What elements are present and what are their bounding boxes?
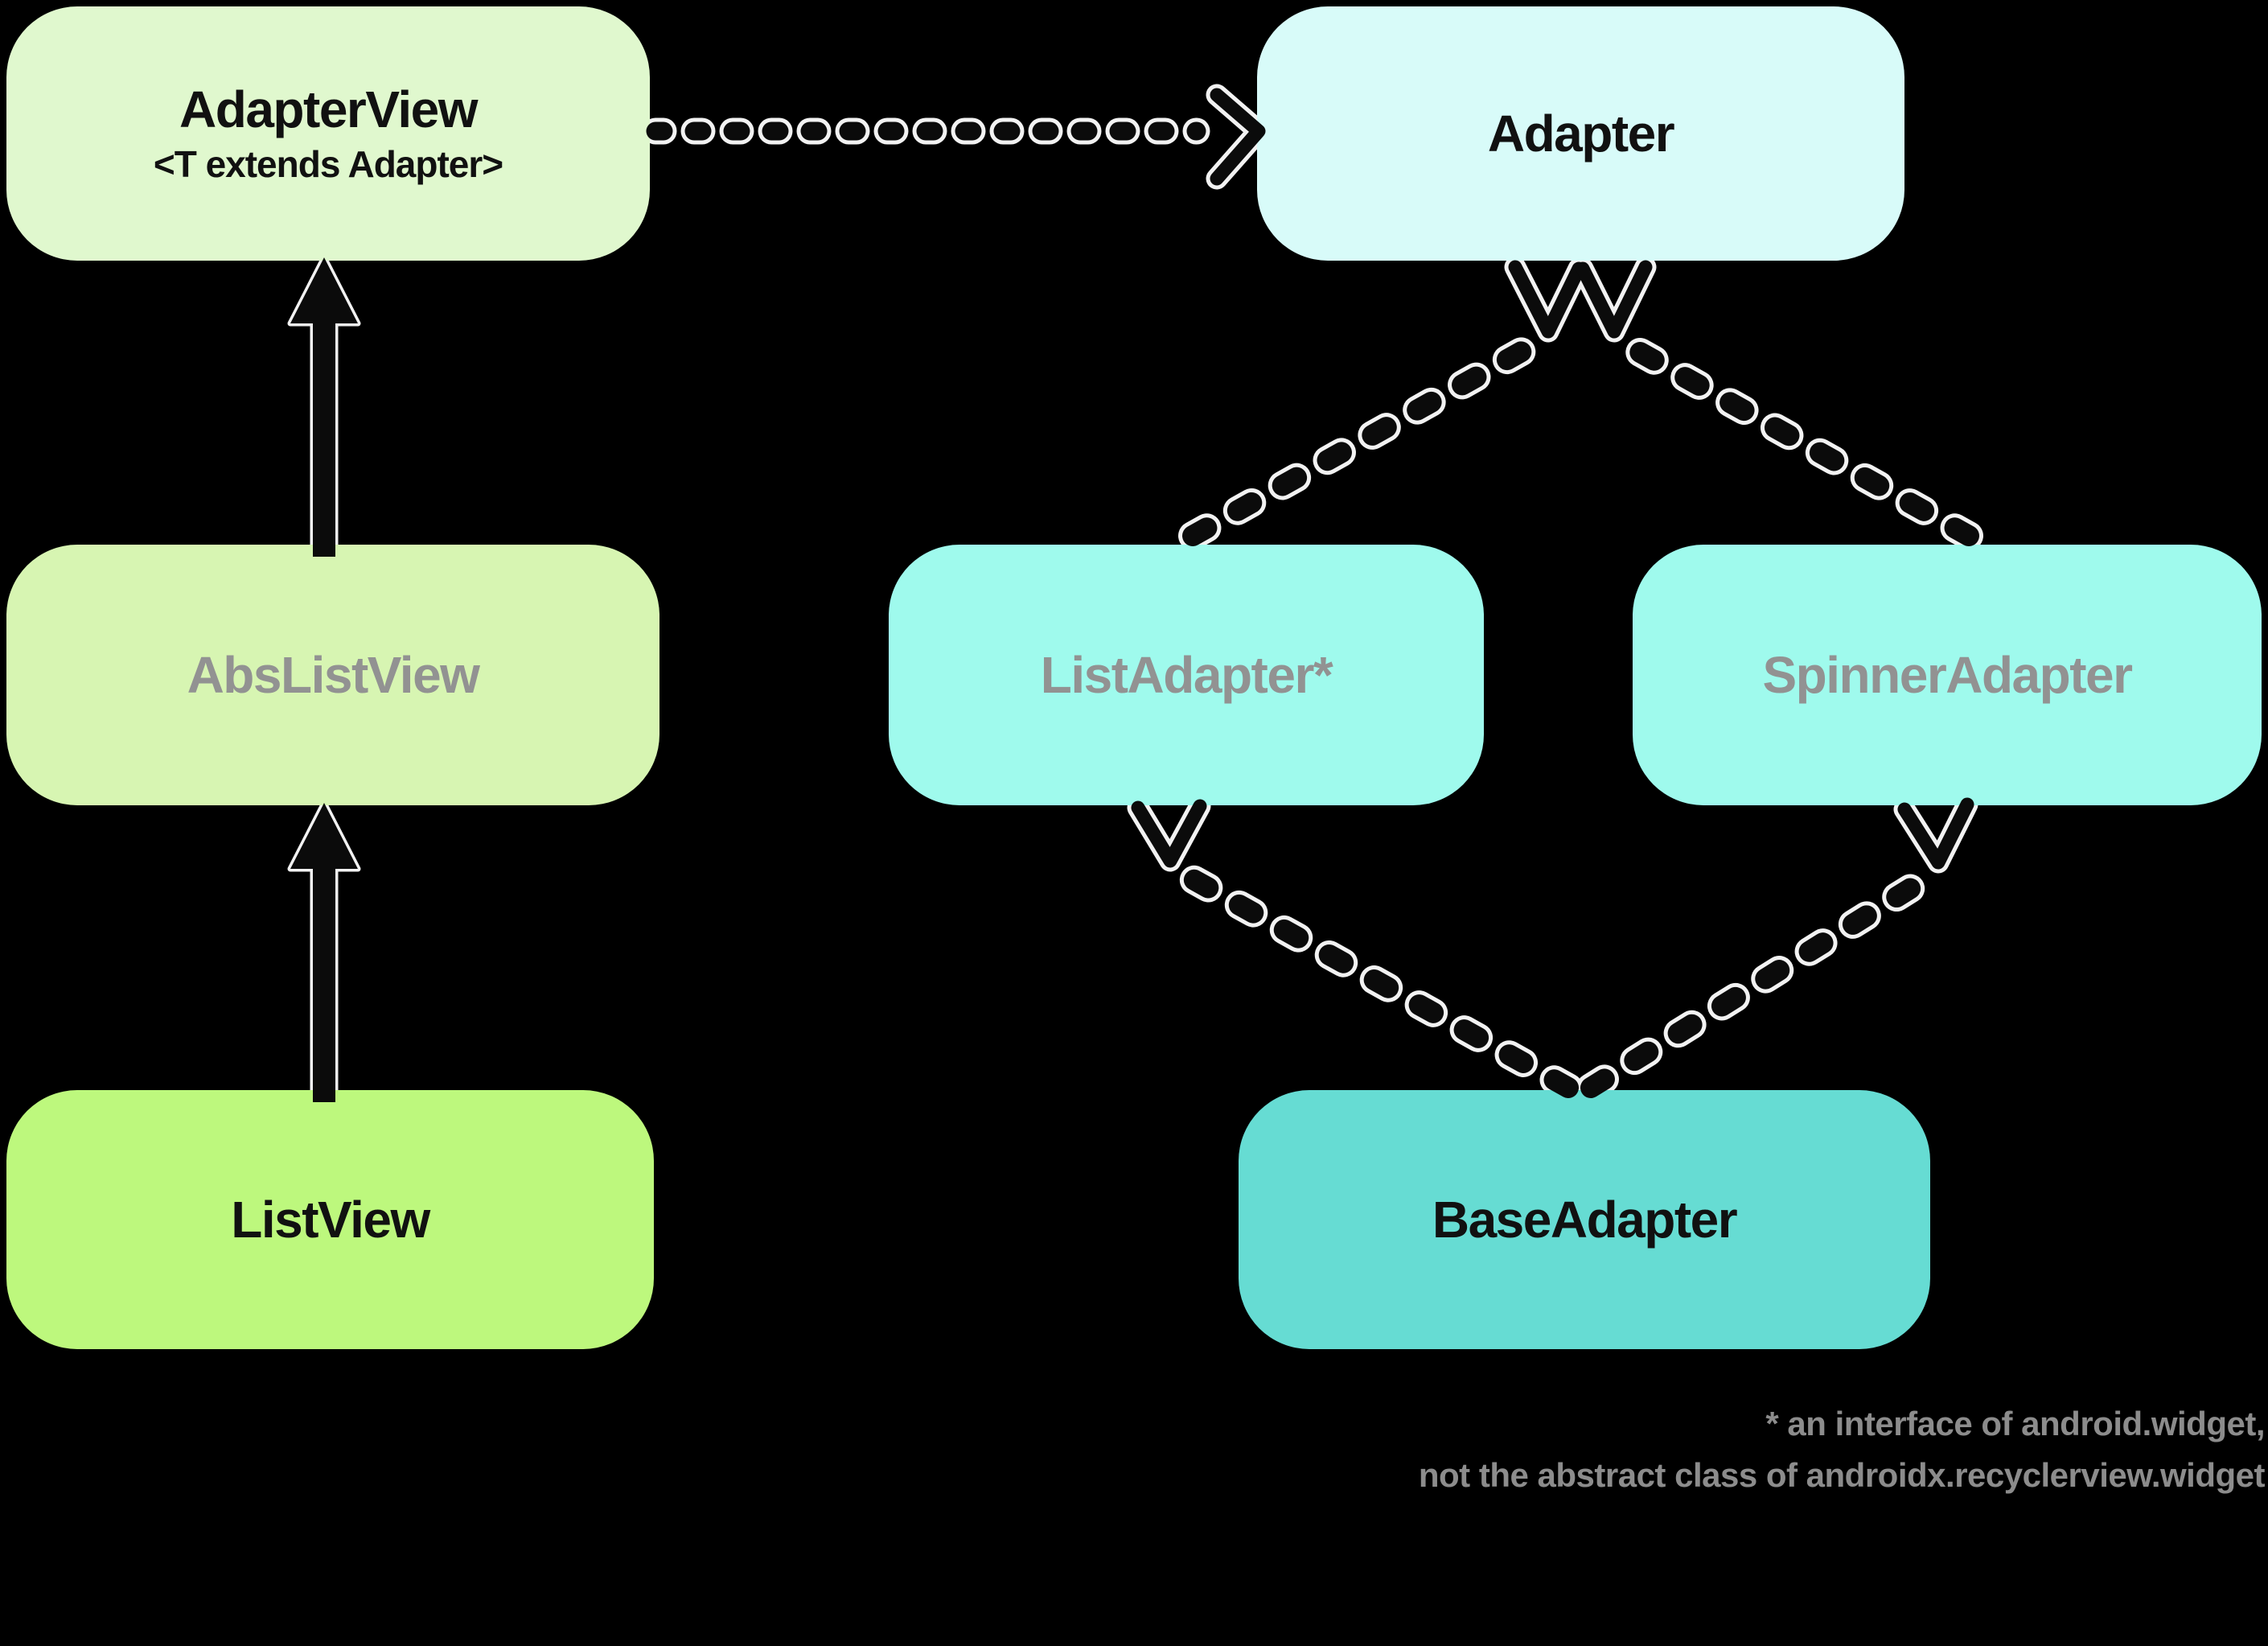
node-adapterview: AdapterView <T extends Adapter> xyxy=(6,6,650,261)
edge-listadapter-to-adapter xyxy=(1182,334,1545,546)
node-listview: ListView xyxy=(6,1090,654,1349)
node-abslistview: AbsListView xyxy=(6,545,659,805)
edge-listadapter-to-adapter xyxy=(1178,330,1549,550)
node-adapter-label: Adapter xyxy=(1487,105,1675,163)
footnote: * an interface of android.widget, not th… xyxy=(1418,1398,2266,1501)
arrowhead-spinneradapter-bottom xyxy=(1893,793,1978,874)
node-adapter: Adapter xyxy=(1257,6,1904,261)
edge-baseadapter-to-spinneradapter xyxy=(1576,866,1938,1102)
edge-baseadapter-to-spinneradapter xyxy=(1580,870,1934,1098)
edge-spinneradapter-to-adapter xyxy=(1614,331,1983,550)
arrowhead-adapter-bottom-left xyxy=(1508,260,1586,339)
arrowhead-listadapter-bottom xyxy=(1127,795,1211,872)
node-baseadapter: BaseAdapter xyxy=(1239,1090,1930,1349)
arrow-listview-to-abslistview xyxy=(287,800,361,1105)
node-listadapter-label: ListAdapter* xyxy=(1040,646,1333,704)
footnote-line-1: * an interface of android.widget, xyxy=(1765,1405,2265,1442)
node-adapterview-generic-type: <T extends Adapter> xyxy=(153,143,503,185)
node-listadapter: ListAdapter* xyxy=(889,545,1484,805)
node-adapterview-label: AdapterView xyxy=(179,80,479,138)
node-spinneradapter-label: SpinnerAdapter xyxy=(1762,646,2133,704)
arrowhead-listadapter-bottom xyxy=(1131,799,1207,868)
arrowhead-adapter-left xyxy=(1206,84,1270,190)
arrowhead-adapter-bottom-right xyxy=(1576,260,1653,339)
edge-spinneradapter-to-adapter xyxy=(1618,335,1979,546)
footnote-line-2: not the abstract class of androidx.recyc… xyxy=(1418,1456,2266,1494)
node-spinneradapter: SpinnerAdapter xyxy=(1633,545,2262,805)
edge-baseadapter-to-listadapter xyxy=(1178,866,1579,1098)
arrowhead-adapter-bottom-left xyxy=(1504,256,1590,343)
edge-baseadapter-to-listadapter xyxy=(1174,862,1583,1102)
arrowhead-spinneradapter-bottom xyxy=(1897,797,1974,870)
arrow-abslistview-to-adapterview xyxy=(287,254,361,560)
arrow-abslistview-to-adapterview xyxy=(290,257,358,557)
node-baseadapter-label: BaseAdapter xyxy=(1432,1191,1738,1249)
node-abslistview-label: AbsListView xyxy=(187,646,480,704)
arrow-listview-to-abslistview xyxy=(290,803,358,1102)
arrowhead-adapter-bottom-right xyxy=(1572,256,1657,343)
node-listview-label: ListView xyxy=(231,1191,430,1249)
arrowhead-adapter-left xyxy=(1210,88,1266,186)
